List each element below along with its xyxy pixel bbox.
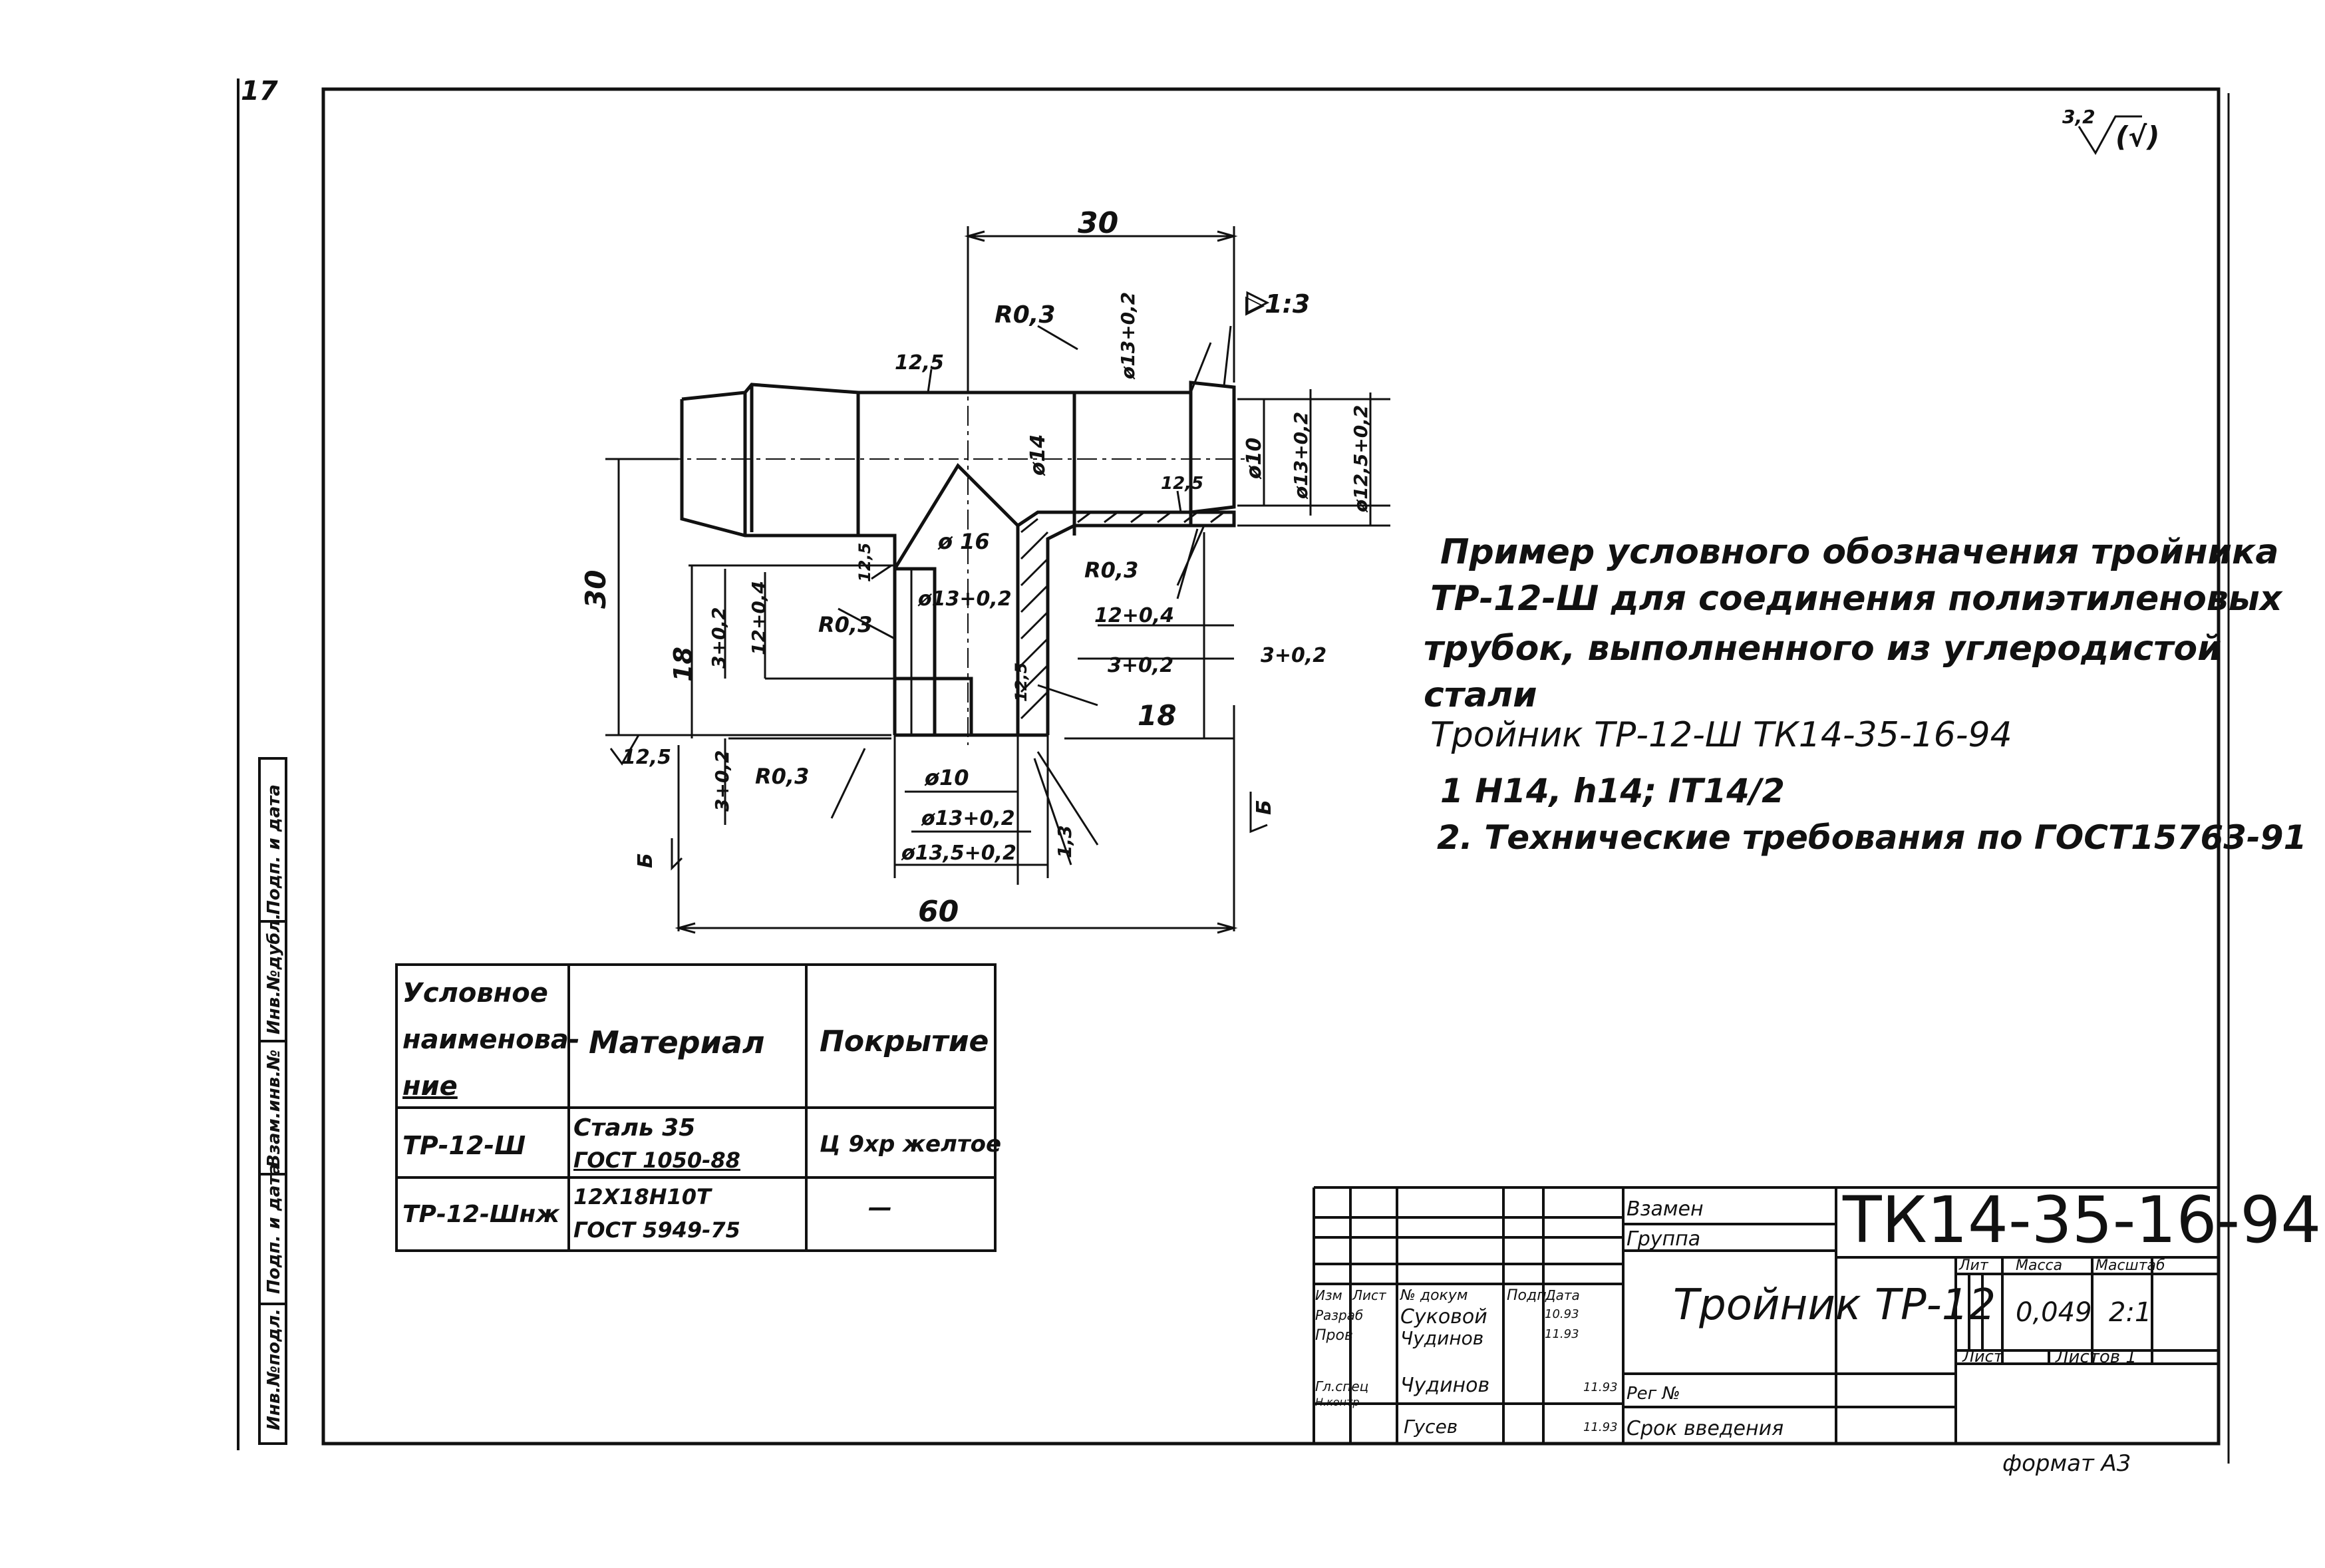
tb-gl-spec-name: Чудинов: [1400, 1374, 1490, 1397]
dim-12-right: 12+0,4: [1094, 604, 1174, 627]
tb-massa-label: Масса: [2016, 1257, 2063, 1274]
dim-3-mid: 3+0,2: [1108, 654, 1173, 677]
tb-col-doc: № докум: [1400, 1287, 1468, 1304]
dim-d13-mid: ø13+0,2: [917, 587, 1012, 611]
side-stamp-f3: Взам.инв.№: [264, 1049, 284, 1168]
dim-12-left: 12+0,4: [748, 581, 770, 655]
dim-r03-a: R0,3: [995, 301, 1056, 329]
roughness-value: 3,2: [2062, 106, 2095, 128]
section-mark-left: Б: [634, 853, 657, 868]
tb-date-d: 11.93: [1583, 1420, 1618, 1434]
note-line-2: ТР-12-Ш для соединения полиэтиленовых: [1430, 579, 2282, 619]
tb-title: Тройник ТР-12: [1673, 1281, 1996, 1330]
row2-name: ТР-12-Шнж: [402, 1201, 560, 1228]
tb-razrab-label: Разраб: [1315, 1307, 1364, 1323]
tb-masshtab-value: 2:1: [2109, 1297, 2152, 1328]
header-name-line-2: наименова-: [402, 1024, 580, 1055]
row2-material-1: 12Х18Н10Т: [573, 1184, 711, 1209]
tb-date-b: 11.93: [1545, 1327, 1579, 1341]
tb-massa-value: 0,049: [2016, 1297, 2092, 1328]
row1-coating: Ц 9хр желтое: [820, 1131, 1002, 1158]
tb-lit-label: Лит: [1959, 1257, 1988, 1274]
roughness-paren: (√): [2115, 120, 2159, 153]
dim-3-left-b: 3+0,2: [711, 750, 733, 812]
tb-col-izm: Изм: [1315, 1287, 1342, 1303]
page-number: 17: [241, 76, 278, 106]
tb-list-label: Лист: [1962, 1347, 2003, 1366]
side-stamp-f2: Подп. и дата: [264, 1164, 284, 1294]
material-table-grid: [395, 963, 997, 1252]
dim-3-right: 3+0,2: [1261, 644, 1326, 667]
side-stamp-f4: Инв.№дубл.: [264, 913, 284, 1034]
dim-taper: ▷1:3: [1245, 289, 1310, 319]
tb-gl-spec-label: Гл.спец: [1315, 1378, 1369, 1394]
tb-masshtab-label: Масштаб: [2095, 1257, 2165, 1274]
tb-prov-label: Пров: [1315, 1327, 1353, 1344]
header-name-line-1: Условное: [402, 978, 548, 1009]
note-line-1: Пример условного обозначения тройника: [1440, 532, 2279, 572]
dim-r03-c: R0,3: [1084, 557, 1138, 583]
dim-d125-right: ø12,5+0,2: [1350, 405, 1372, 513]
header-name-line-3: ние: [402, 1071, 458, 1102]
row1-material-2: ГОСТ 1050-88: [573, 1148, 740, 1173]
note-line-6: 1 Н14, h14; IT14/2: [1440, 772, 1785, 810]
tb-listov-label: Листов 1: [2056, 1347, 2137, 1367]
row1-material-1: Сталь 35: [573, 1114, 696, 1142]
header-material: Материал: [589, 1024, 765, 1060]
dim-d13-top: ø13+0,2: [1117, 292, 1139, 380]
tb-col-podp: Подп: [1507, 1287, 1547, 1304]
dim-d13-right: ø13+0,2: [1290, 412, 1312, 500]
dim-30-top: 30: [1078, 206, 1118, 240]
tb-srok-label: Срок введения: [1627, 1417, 1784, 1440]
tb-gruppa: Группа: [1627, 1227, 1701, 1251]
header-coating: Покрытие: [820, 1024, 989, 1058]
tb-date-c: 11.93: [1583, 1380, 1618, 1394]
tb-razrab-name: Суковой: [1400, 1305, 1487, 1329]
dim-d13-bottom: ø13+0,2: [921, 807, 1015, 830]
part-section: [893, 462, 1020, 735]
dim-d10-bottom: ø10: [924, 765, 969, 790]
dim-13-vert: 1,3: [1054, 825, 1076, 858]
title-block-grid: [1313, 1186, 2219, 1444]
dim-18-left: 18: [669, 647, 698, 682]
row2-coating: —: [868, 1194, 892, 1221]
dim-d135-bottom: ø13,5+0,2: [901, 842, 1016, 865]
dim-r03-d: R0,3: [755, 764, 809, 789]
tb-n-kontr-name: Гусев: [1404, 1416, 1458, 1438]
note-line-3: трубок, выполненного из углеродистой: [1424, 629, 2222, 669]
section-mark-right: Б: [1253, 800, 1276, 815]
dim-60: 60: [918, 895, 959, 929]
dim-r03-b: R0,3: [818, 612, 872, 637]
tb-col-list: Лист: [1352, 1287, 1386, 1303]
dim-125-right: 12,5: [1161, 474, 1203, 494]
tb-vzamen: Взамен: [1627, 1197, 1704, 1221]
tb-col-data: Дата: [1545, 1287, 1580, 1303]
tb-date-a: 10.93: [1545, 1307, 1579, 1321]
tb-reg-label: Рег №: [1627, 1384, 1680, 1404]
dim-3-left-a: 3+0,2: [708, 607, 730, 669]
note-line-5: Тройник ТР-12-Ш ТК14-35-16-94: [1430, 715, 2012, 755]
dim-18-right: 18: [1138, 699, 1176, 732]
format-label: формат А3: [2002, 1450, 2131, 1477]
side-stamp-f5: Подп. и дата: [264, 784, 284, 915]
dim-d10-right: ø10: [1243, 438, 1266, 480]
dim-30-left: 30: [579, 570, 612, 609]
row1-name: ТР-12-Ш: [402, 1131, 526, 1160]
note-line-7: 2. Технические требования по ГОСТ15763-9…: [1437, 818, 2307, 857]
tb-prov-name: Чудинов: [1400, 1327, 1484, 1349]
dim-125-top: 12,5: [895, 351, 944, 375]
row2-material-2: ГОСТ 5949-75: [573, 1217, 740, 1243]
dim-125-bottom-left: 12,5: [622, 746, 671, 769]
tb-n-kontr-label: Н.контр: [1315, 1396, 1360, 1408]
dim-125-vert: 12,5: [1012, 663, 1030, 702]
tb-doc-code: ТК14-35-16-94: [1843, 1183, 2322, 1257]
sheet-border: [321, 87, 2221, 1446]
note-line-4: стали: [1424, 675, 1537, 715]
dim-125-mid: 12,5: [855, 543, 874, 582]
side-stamp-grid: [258, 757, 287, 1445]
dim-d14: ø14: [1026, 434, 1050, 476]
side-stamp-f1: Инв.№подл.: [264, 1308, 284, 1430]
dim-p16: ø 16: [937, 529, 990, 554]
